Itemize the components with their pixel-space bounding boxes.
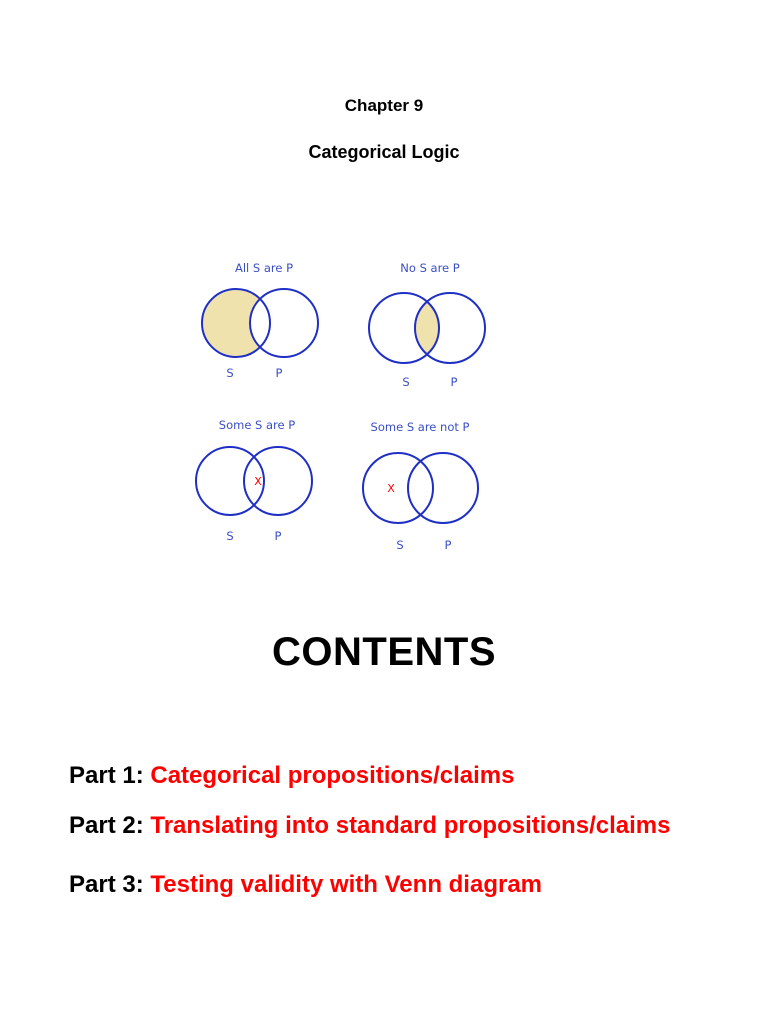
chapter-title: Categorical Logic xyxy=(308,142,460,162)
venn-diagrams-figure: All S are P S P No S are P S P Some S ar… xyxy=(195,261,486,552)
p-circle xyxy=(414,292,486,364)
contents-part-3: Part 3: Testing validity with Venn diagr… xyxy=(69,871,542,899)
s-label: S xyxy=(396,538,403,552)
x-mark: X xyxy=(254,475,262,488)
shaded-region xyxy=(415,293,439,363)
p-label: P xyxy=(275,529,282,543)
p-label: P xyxy=(451,375,458,389)
venn-caption: No S are P xyxy=(400,261,460,275)
x-mark: X xyxy=(387,482,395,495)
venn-all-s-are-p: All S are P S P xyxy=(201,261,319,380)
contents-part-1: Part 1: Categorical propositions/claims xyxy=(69,762,514,790)
venn-caption: Some S are not P xyxy=(371,420,470,434)
p-circle xyxy=(243,446,313,516)
contents-heading: CONTENTS xyxy=(272,630,496,674)
p-circle xyxy=(407,452,479,524)
shaded-region xyxy=(202,289,270,357)
venn-some-s-are-p: Some S are P X S P xyxy=(195,418,313,543)
p-circle xyxy=(249,288,319,358)
s-circle xyxy=(201,288,271,358)
chapter-number: Chapter 9 xyxy=(344,96,424,115)
s-label: S xyxy=(226,529,233,543)
unshade-mask xyxy=(250,289,318,357)
part-number: Part 2: xyxy=(69,812,151,839)
s-circle xyxy=(368,292,440,364)
s-circle xyxy=(362,452,434,524)
part-title: Translating into standard propositions/c… xyxy=(150,812,671,839)
part-number: Part 3: xyxy=(69,871,151,898)
contents-part-2: Part 2: Translating into standard propos… xyxy=(69,812,670,840)
venn-caption: Some S are P xyxy=(219,418,295,432)
s-label: S xyxy=(402,375,409,389)
p-label: P xyxy=(445,538,452,552)
venn-no-s-are-p: No S are P S P xyxy=(368,261,486,389)
p-label: P xyxy=(276,366,283,380)
s-label: S xyxy=(226,366,233,380)
s-circle xyxy=(195,446,265,516)
part-title: Categorical propositions/claims xyxy=(150,762,515,789)
venn-some-s-are-not-p: Some S are not P X S P xyxy=(362,420,479,552)
venn-caption: All S are P xyxy=(235,261,293,275)
part-number: Part 1: xyxy=(69,762,151,789)
part-title: Testing validity with Venn diagram xyxy=(150,871,543,898)
